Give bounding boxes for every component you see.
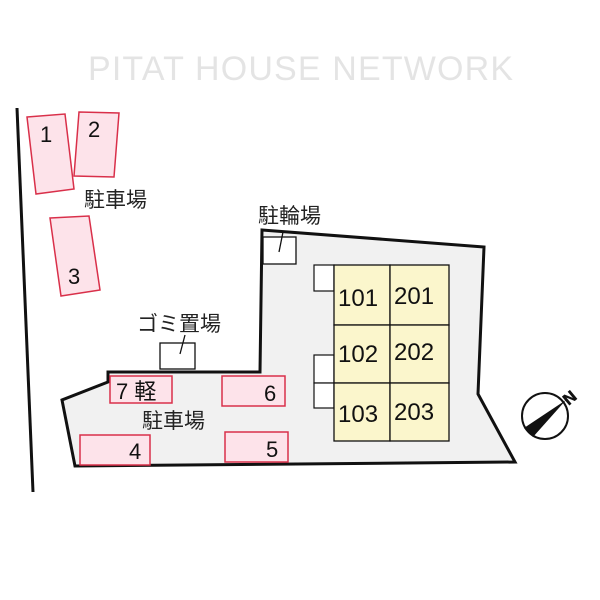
north-arrow-icon: N (521, 386, 581, 440)
parking-space-3: 3 (49, 215, 101, 297)
unit-label-101: 101 (338, 285, 378, 312)
svg-text:5: 5 (266, 437, 278, 462)
parking-space-5: 5 (224, 431, 289, 463)
unit-101 (333, 264, 391, 326)
svg-text:3: 3 (68, 264, 80, 289)
parking-space-1: 1 (26, 113, 75, 195)
balcony (313, 382, 335, 409)
label-parking-upper: 駐車場 (84, 188, 147, 212)
watermark: PITAT HOUSE NETWORK (88, 50, 513, 88)
label-garbage-area: ゴミ置場 (137, 312, 221, 336)
parking-space-4: 4 (79, 434, 151, 466)
label-parking-lower: 駐車場 (142, 409, 205, 433)
svg-text:4: 4 (129, 439, 141, 464)
unit-label-103: 103 (338, 401, 378, 428)
label-bicycle-parking: 駐輪場 (258, 204, 321, 228)
parking-space-6: 6 (221, 375, 286, 407)
unit-203 (389, 382, 450, 442)
svg-text:7 軽: 7 軽 (116, 379, 156, 404)
svg-text:1: 1 (40, 122, 52, 147)
unit-label-203: 203 (394, 399, 434, 426)
balcony (313, 264, 335, 292)
unit-label-202: 202 (394, 339, 434, 366)
svg-text:2: 2 (88, 117, 100, 142)
unit-102 (333, 324, 391, 384)
building: 101 201 102 202 103 203 (333, 264, 450, 442)
road-boundary-line (15, 107, 35, 493)
unit-label-201: 201 (394, 283, 434, 310)
garbage-area-box (159, 334, 196, 370)
parking-space-2: 2 (73, 111, 120, 178)
unit-201 (389, 264, 450, 326)
unit-label-102: 102 (338, 341, 378, 368)
svg-text:6: 6 (264, 381, 276, 406)
parking-space-7-kei: 7 軽 (109, 375, 173, 404)
balcony (313, 354, 335, 384)
bicycle-parking-box (262, 231, 297, 265)
